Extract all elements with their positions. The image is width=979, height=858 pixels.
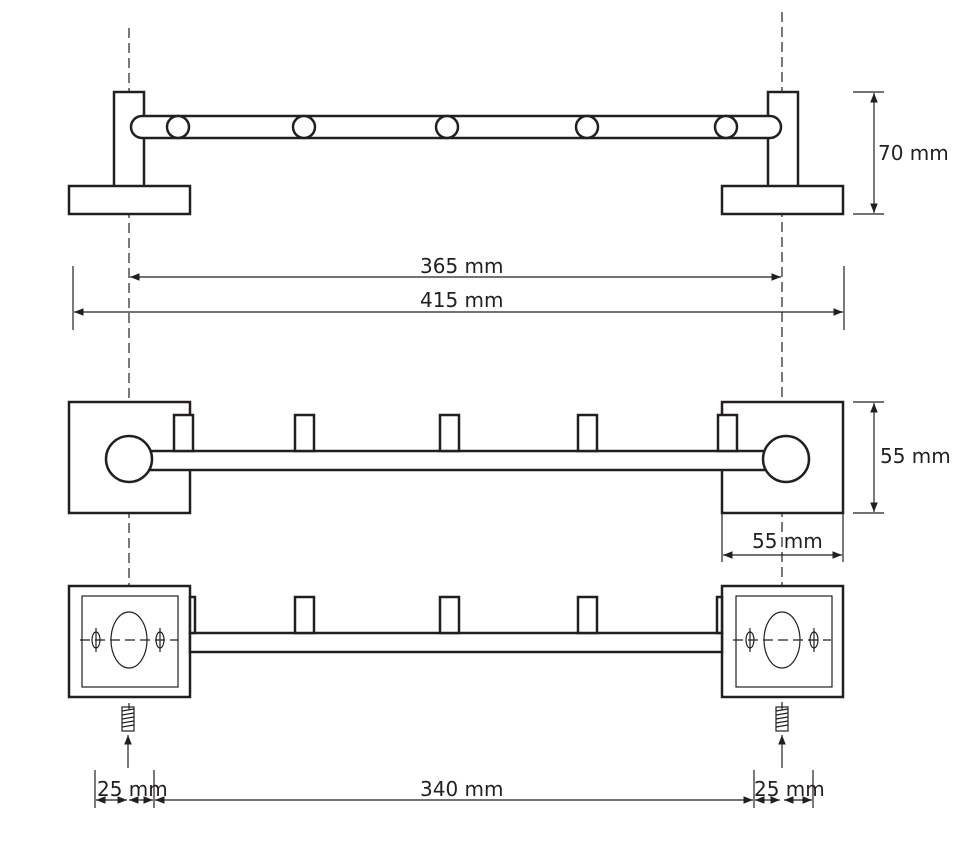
dim-label-mount-span: 340 mm: [420, 777, 504, 801]
dim-label-depth-top: 55 mm: [880, 444, 951, 468]
right-base: [720, 184, 845, 216]
dim-label-height-side: 70 mm: [878, 141, 949, 165]
left-screw-icon: [121, 706, 135, 768]
dim-label-inner-span: 365 mm: [420, 254, 504, 278]
dim-label-outer-span: 415 mm: [420, 288, 504, 312]
left-post: [112, 90, 146, 190]
dim-bottom: 25 mm 340 mm 25 mm: [94, 770, 825, 808]
right-mount-holes: [733, 611, 831, 669]
right-screw-icon: [775, 706, 789, 768]
dim-inner-span: 365 mm: [130, 254, 781, 281]
right-post: [766, 90, 800, 190]
dim-height-side: 70 mm: [853, 91, 949, 215]
side-view: [67, 90, 845, 216]
top-view: [67, 400, 845, 515]
mount-rail: [188, 631, 724, 654]
left-post-top: [104, 434, 154, 484]
dim-plate-width: 55 mm: [721, 513, 844, 562]
dim-label-plate-width: 55 mm: [752, 529, 823, 553]
dim-outer-span: 415 mm: [72, 266, 845, 330]
mount-hooks: [188, 595, 724, 635]
left-mount-plate: [67, 584, 192, 699]
top-rail: [138, 449, 774, 472]
left-base: [67, 184, 192, 216]
dim-depth-top: 55 mm: [853, 401, 951, 514]
dim-label-left-offset: 25 mm: [97, 777, 168, 801]
side-hooks: [165, 114, 739, 140]
dim-label-right-offset: 25 mm: [754, 777, 825, 801]
top-hooks: [172, 413, 739, 453]
left-mount-holes: [80, 611, 178, 669]
mounting-view: [67, 584, 845, 768]
right-post-top: [761, 434, 811, 484]
right-mount-plate: [720, 584, 845, 699]
